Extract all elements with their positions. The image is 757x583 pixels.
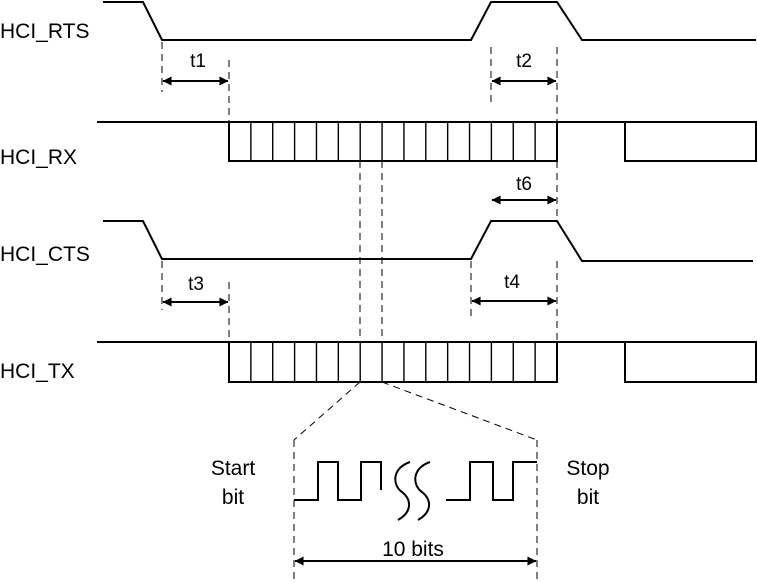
t1-label: t1 [190, 51, 206, 72]
t2-label: t2 [516, 51, 532, 72]
start-bit-label-line2: bit [222, 486, 244, 509]
bit-detail-waveform [294, 461, 382, 501]
signal-label-hci-rts: HCI_RTS [0, 20, 89, 43]
hci-rx-bus [97, 121, 757, 162]
waveform-break-icon [394, 461, 411, 521]
hci-tx-bus [97, 341, 757, 383]
stop-bit-label-line2: bit [577, 486, 599, 509]
start-bit-label-line1: Start [211, 457, 256, 480]
signal-label-hci-rx: HCI_RX [0, 146, 77, 169]
signal-label-hci-cts: HCI_CTS [0, 243, 90, 266]
hci-rx-bit-cells [250, 122, 536, 161]
waveform-break-icon-2 [414, 461, 431, 521]
stop-bit-label-line1: Stop [566, 457, 609, 480]
bit-detail-waveform-end [446, 461, 537, 501]
t4-label: t4 [504, 272, 520, 293]
hci-tx-bit-cells [250, 342, 536, 382]
hci-rts-waveform [103, 0, 756, 41]
signal-label-hci-tx: HCI_TX [0, 360, 75, 383]
timing-reference-lines [161, 42, 558, 583]
t6-label: t6 [516, 174, 532, 195]
t3-label: t3 [188, 274, 204, 295]
hci-cts-waveform [103, 220, 753, 262]
ten-bits-label: 10 bits [382, 538, 444, 561]
